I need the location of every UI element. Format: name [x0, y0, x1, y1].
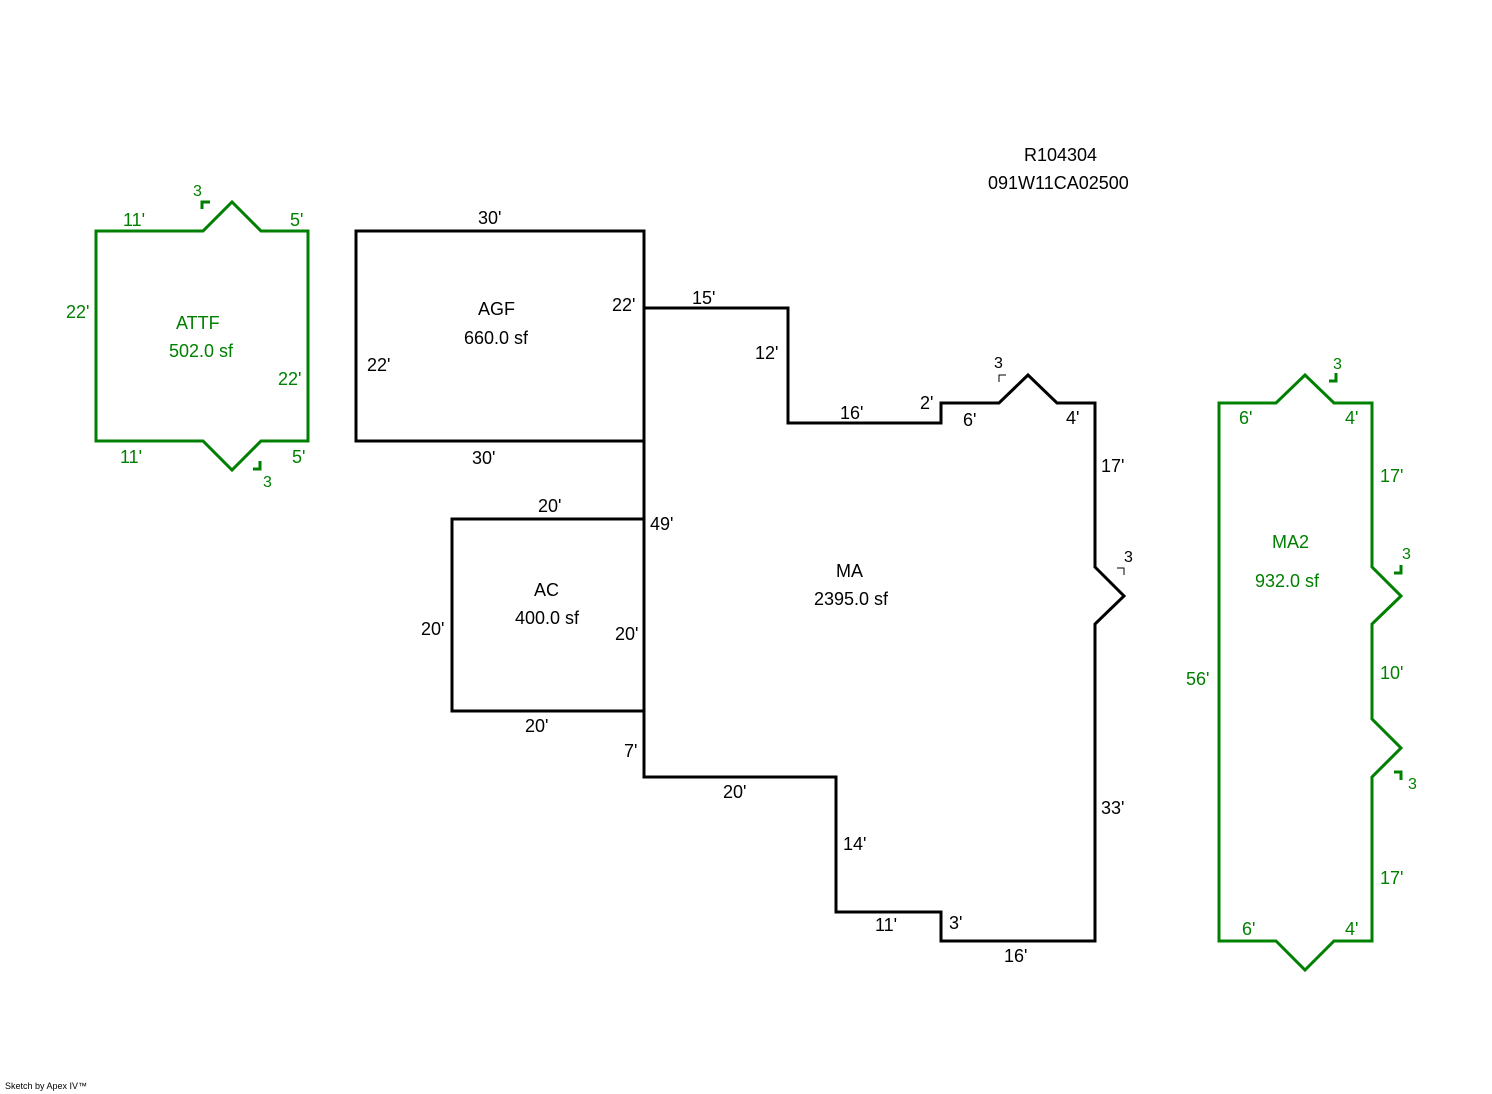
ma-dim-33: 33': [1101, 798, 1125, 818]
agf-dim-right: 22': [612, 295, 636, 315]
ma-dim-3: 3': [949, 913, 963, 933]
ma2-dim-right-upper: 17': [1380, 466, 1404, 486]
ac-dim-right: 20': [615, 624, 639, 644]
ma2-dim-right-lower: 17': [1380, 868, 1404, 888]
ma-dim-20: 20': [723, 782, 747, 802]
ac-dim-bottom: 20': [525, 716, 549, 736]
attf-pitch-marker-top: [200, 200, 210, 209]
ac-name: AC: [534, 580, 560, 600]
attf-pitch-marker-bottom: [253, 461, 262, 471]
agf-dim-top: 30': [478, 208, 502, 228]
ma-dim-6: 6': [963, 410, 977, 430]
ma2-pitch-marker-lower: [1394, 770, 1403, 780]
ma-pitch-marker: [998, 374, 1006, 382]
ac-dim-top: 20': [538, 496, 562, 516]
ma2-dim-left: 56': [1186, 669, 1210, 689]
ma-pitch-label: 3: [994, 355, 1003, 372]
ma2-outline: [1217, 372, 1404, 973]
ma-dim-16-bottom: 16': [1004, 946, 1028, 966]
attf-area: 502.0 sf: [169, 341, 234, 361]
sketch-credit: Sketch by Apex IV™: [5, 1081, 88, 1091]
ac-area: 400.0 sf: [515, 608, 580, 628]
attf-dim-bottom-right: 5': [292, 447, 306, 467]
ma-dim-15: 15': [692, 288, 716, 308]
ma-dim-14: 14': [843, 834, 867, 854]
ma-dim-16-top: 16': [840, 403, 864, 423]
attf-dim-left: 22': [66, 302, 90, 322]
ma2-area: 932.0 sf: [1255, 571, 1320, 591]
ma2-dim-top-left: 6': [1239, 408, 1253, 428]
attf-pitch-top-label: 3: [193, 183, 202, 200]
ma2-dim-right-mid: 10': [1380, 663, 1404, 683]
ac-dim-left: 20': [421, 619, 445, 639]
attf-dim-top-right: 5': [290, 210, 304, 230]
agf-name: AGF: [478, 299, 516, 319]
ma-dim-7: 7': [624, 741, 638, 761]
agf-dim-left: 22': [367, 355, 391, 375]
ma-area: 2395.0 sf: [814, 589, 889, 609]
ma-dim-12: 12': [755, 343, 779, 363]
attf-dim-right: 22': [278, 369, 302, 389]
ma-pitch-marker-right: [1117, 567, 1125, 575]
ma2-pitch-right-upper-label: 3: [1402, 546, 1411, 563]
ma-dim-2: 2': [920, 393, 934, 413]
attf-dim-bottom-left: 11': [120, 447, 143, 467]
ma-dim-4: 4': [1066, 408, 1080, 428]
agf-area: 660.0 sf: [464, 328, 529, 348]
ma2-pitch-top-label: 3: [1333, 356, 1342, 373]
ma2-dim-bottom-left: 6': [1242, 919, 1256, 939]
ma-dim-11: 11': [875, 915, 898, 935]
attf-name: ATTF: [176, 313, 220, 333]
ma2-dim-bottom-right: 4': [1345, 919, 1359, 939]
ma-name: MA: [836, 561, 863, 581]
ma2-pitch-marker-top: [1329, 373, 1338, 383]
attf-pitch-bottom-label: 3: [263, 474, 272, 491]
ma-dim-49: 49': [650, 514, 674, 534]
ma-pitch-right-label: 3: [1124, 549, 1133, 566]
map-number: 091W11CA02500: [988, 173, 1129, 193]
agf-dim-bottom: 30': [472, 448, 496, 468]
ma-outline: [642, 306, 1127, 943]
ma2-dim-top-right: 4': [1345, 408, 1359, 428]
attf-outline: [94, 199, 310, 473]
ma2-name: MA2: [1272, 532, 1310, 552]
parcel-id: R104304: [1024, 145, 1098, 165]
attf-dim-top-left: 11': [123, 210, 146, 230]
ma-dim-17: 17': [1101, 456, 1125, 476]
ma2-pitch-marker-upper: [1394, 565, 1403, 575]
ma2-pitch-right-lower-label: 3: [1408, 776, 1417, 793]
